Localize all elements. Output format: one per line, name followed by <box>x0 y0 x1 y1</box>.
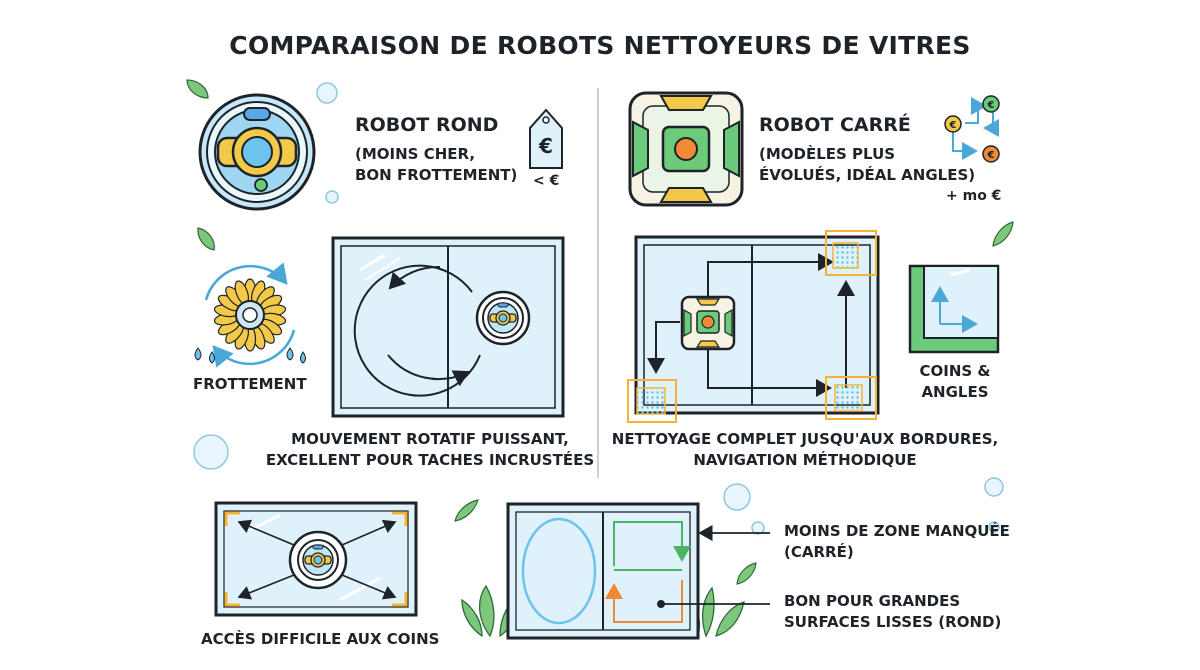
round-robot-desc-line1: (MOINS CHER, <box>355 145 476 163</box>
rotation-window-illustration <box>331 236 565 418</box>
water-drop-icon <box>209 351 215 364</box>
round-robot-desc-line2: BON FROTTEMENT) <box>355 166 518 184</box>
round-robot-name: ROBOT ROND <box>355 114 499 136</box>
euro-symbol: € <box>538 134 553 158</box>
water-drop-icon <box>286 347 294 361</box>
square-robot-desc-line2: ÉVOLUÉS, IDÉAL ANGLES) <box>759 166 976 184</box>
difficult-corners-illustration <box>214 501 418 617</box>
difficult-corners-caption: ACCÈS DIFFICILE AUX COINS <box>201 630 440 648</box>
price-tag-icon: € <box>529 108 563 169</box>
square-robot-illustration <box>628 91 744 207</box>
euro-symbol: € <box>987 150 995 161</box>
bubble <box>988 521 1000 533</box>
leaf-icon <box>736 562 757 585</box>
coverage-window-illustration <box>627 230 880 423</box>
square-robot-name: ROBOT CARRÉ <box>759 114 911 136</box>
callout-square-line2: (CARRÉ) <box>784 543 854 561</box>
corners-label-line2: ANGLES <box>921 383 989 401</box>
callout-square-line1: MOINS DE ZONE MANQUÉE <box>784 522 1010 540</box>
corners-label-line1: COINS & <box>919 362 991 380</box>
leaf-icon <box>454 499 479 522</box>
comparison-window-illustration <box>461 502 770 640</box>
bubble <box>193 434 229 470</box>
friction-brush-icon <box>194 262 306 368</box>
coverage-caption-line1: NETTOYAGE COMPLET JUSQU'AUX BORDURES, <box>611 430 999 448</box>
callout-round-line2: SURFACES LISSES (ROND) <box>784 613 1002 631</box>
square-robot-price: + mo € <box>946 188 1002 204</box>
leaf-icon <box>197 227 215 251</box>
bubble <box>316 82 338 104</box>
coins-icon: € € € <box>944 95 1000 163</box>
bubble <box>751 521 765 535</box>
bubble <box>984 477 1004 497</box>
leaf-icon <box>186 79 209 99</box>
rotation-caption-line2: EXCELLENT POUR TACHES INCRUSTÉES <box>265 451 595 469</box>
water-drop-icon <box>194 347 202 361</box>
callout-round-line1: BON POUR GRANDES <box>784 592 961 610</box>
leaf-icon <box>992 221 1014 247</box>
bubble <box>325 190 339 204</box>
corner-detail-illustration <box>908 264 1000 354</box>
page-title: COMPARAISON DE ROBOTS NETTOYEURS DE VITR… <box>229 31 971 60</box>
round-robot-price: < € <box>533 173 560 189</box>
coverage-caption-line2: NAVIGATION MÉTHODIQUE <box>693 451 917 469</box>
euro-symbol: € <box>987 100 995 111</box>
bubble <box>723 483 751 511</box>
euro-symbol: € <box>949 120 957 131</box>
water-drop-icon <box>300 351 306 364</box>
friction-label: FROTTEMENT <box>193 375 307 393</box>
decoration <box>186 79 1014 585</box>
square-robot-desc-line1: (MODÈLES PLUS <box>759 145 896 163</box>
round-robot-illustration <box>198 93 316 211</box>
rotation-caption-line1: MOUVEMENT ROTATIF PUISSANT, <box>291 430 569 448</box>
